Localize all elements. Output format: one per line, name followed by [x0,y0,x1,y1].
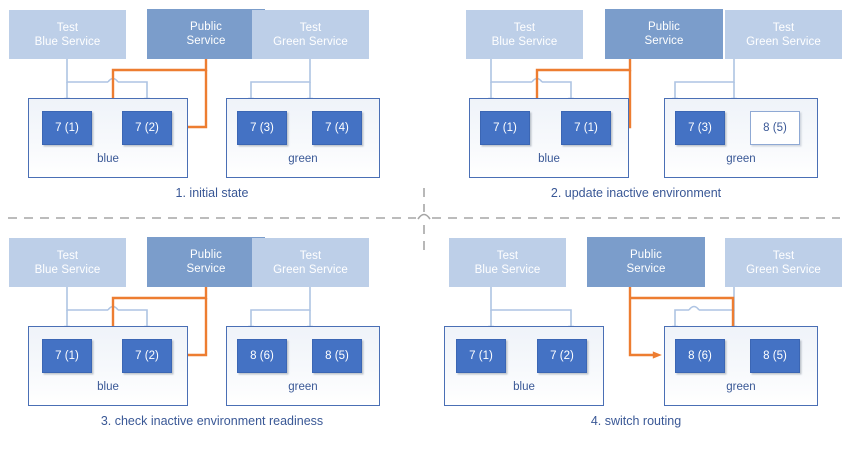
green-environment-label: green [726,381,756,393]
quadrant-divider-vertical [417,188,431,250]
pod-blue-2[interactable]: 7 (1) [561,111,611,145]
panel-1-caption: 1. initial state [175,186,249,200]
pod-green-1[interactable]: 7 (3) [237,111,287,145]
pod-green-1[interactable]: 8 (6) [675,339,725,373]
panel-2-caption: 2. update inactive environment [550,186,722,200]
green-environment-label: green [288,153,318,165]
blue-environment-label: blue [97,153,119,165]
pod-green-2[interactable]: 7 (4) [312,111,362,145]
pod-blue-1[interactable]: 7 (1) [480,111,530,145]
q3-test-blue-connector [64,287,150,333]
green-environment-label: green [288,381,318,393]
pod-blue-1[interactable]: 7 (1) [42,111,92,145]
blue-environment-label: blue [538,153,560,165]
pod-green-1[interactable]: 8 (6) [237,339,287,373]
pod-green-2[interactable]: 8 (5) [750,339,800,373]
panel-4-caption: 4. switch routing [590,414,682,428]
pod-blue-2[interactable]: 7 (2) [122,339,172,373]
pod-green-1[interactable]: 7 (3) [675,111,725,145]
pod-green-2[interactable]: 8 (5) [312,339,362,373]
pod-blue-1[interactable]: 7 (1) [42,339,92,373]
pod-blue-1[interactable]: 7 (1) [456,339,506,373]
blue-environment-label: blue [97,381,119,393]
pod-blue-2[interactable]: 7 (2) [122,111,172,145]
green-environment-label: green [726,153,756,165]
pod-green-2[interactable]: 8 (5) [750,111,800,145]
pod-blue-2[interactable]: 7 (2) [537,339,587,373]
blue-environment-label: blue [513,381,535,393]
panel-3-caption: 3. check inactive environment readiness [100,414,324,428]
